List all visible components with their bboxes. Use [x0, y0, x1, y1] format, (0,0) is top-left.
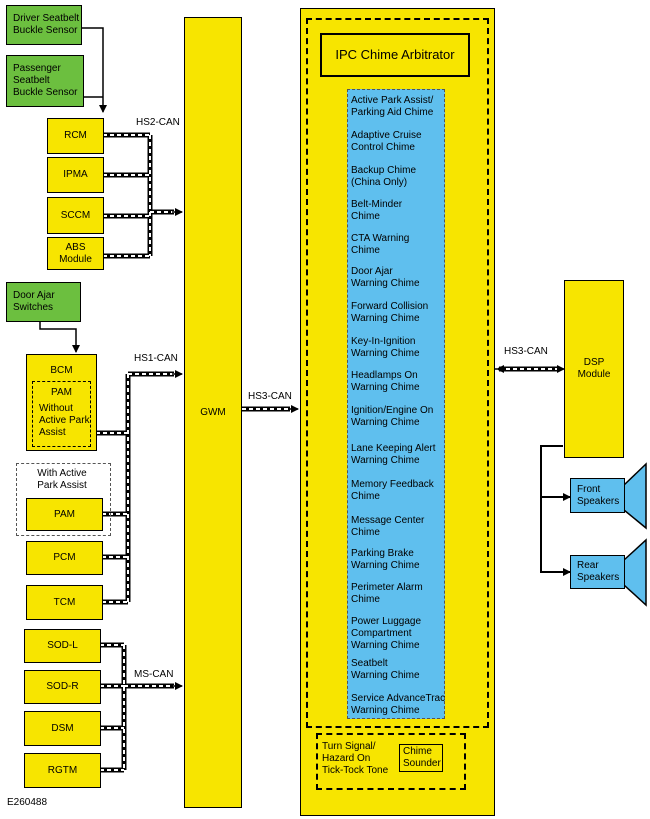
tcm-module: TCM [26, 585, 103, 620]
abs-module: ABS Module [47, 237, 104, 270]
hs1-can-label: HS1-CAN [134, 353, 178, 364]
chime-item: Seatbelt Warning Chime [351, 658, 420, 681]
ipc-outer-dashed [306, 18, 489, 728]
with-active-park-assist-group: With Active Park Assist [16, 463, 111, 536]
hs3-can-left-label: HS3-CAN [248, 391, 292, 402]
hs2-can-bus [103, 132, 183, 259]
front-speakers: Front Speakers [570, 478, 625, 513]
chime-item: CTA Warning Chime [351, 233, 410, 256]
hs3-can-right-label: HS3-CAN [504, 346, 548, 357]
chime-item: Lane Keeping Alert Warning Chime [351, 443, 436, 466]
chime-list-panel [347, 89, 445, 719]
rear-speaker-horn [623, 538, 647, 607]
bcm-pam-without-box: PAM Without Active Park Assist [32, 381, 91, 447]
chime-item: Door Ajar Warning Chime [351, 266, 420, 289]
speaker-wires [540, 445, 571, 576]
figure-id: E260488 [7, 797, 48, 808]
chime-item: Key-In-Ignition Warning Chime [351, 336, 420, 359]
rcm-module: RCM [47, 118, 104, 154]
door-ajar-switches: Door Ajar Switches [6, 282, 81, 322]
chime-item: Power Luggage Compartment Warning Chime [351, 616, 422, 651]
ms-can-label: MS-CAN [134, 669, 174, 680]
chime-item: Perimeter Alarm Chime [351, 582, 423, 605]
bcm-title: BCM [50, 365, 73, 376]
hs1-can-bus [96, 370, 183, 605]
sod-r-module: SOD-R [24, 670, 101, 704]
chime-item: Parking Brake Warning Chime [351, 548, 420, 571]
pam-module: PAM [26, 498, 103, 531]
sod-l-module: SOD-L [24, 629, 101, 663]
bcm-module: BCM PAM Without Active Park Assist [26, 354, 97, 451]
hs2-can-label: HS2-CAN [136, 117, 180, 128]
chime-item: Belt-Minder Chime [351, 199, 403, 222]
chime-item: Service AdvanceTrac Warning Chime [351, 693, 446, 716]
dsp-module: DSP Module [564, 280, 624, 458]
rgtm-module: RGTM [24, 753, 101, 788]
driver-seatbelt-sensor: Driver Seatbelt Buckle Sensor [6, 5, 82, 45]
tick-tock-dashed-group [316, 733, 466, 790]
gwm-module: GWM [184, 17, 242, 808]
chime-item: Adaptive Cruise Control Chime [351, 130, 422, 153]
ipma-module: IPMA [47, 157, 104, 193]
chime-sounder: Chime Sounder [399, 744, 443, 772]
passenger-seatbelt-sensor: Passenger Seatbelt Buckle Sensor [6, 55, 84, 107]
chime-item: Message Center Chime [351, 515, 425, 538]
chime-item: Headlamps On Warning Chime [351, 370, 420, 393]
front-speaker-horn [623, 462, 647, 530]
chime-item: Forward Collision Warning Chime [351, 301, 429, 324]
bcm-pam-label: PAM [51, 387, 72, 398]
ipc-chime-arbitrator-title: IPC Chime Arbitrator [320, 33, 470, 77]
ms-can-bus [100, 642, 183, 773]
with-active-park-assist-label: With Active Park Assist [37, 468, 87, 491]
without-active-park-assist-label: Without Active Park Assist [39, 403, 90, 438]
sccm-module: SCCM [47, 197, 104, 234]
chime-item: Memory Feedback Chime [351, 479, 434, 502]
dsm-module: DSM [24, 711, 101, 746]
chime-item: Active Park Assist/ Parking Aid Chime [351, 95, 434, 118]
rear-speakers: Rear Speakers [570, 555, 625, 589]
chime-item: Ignition/Engine On Warning Chime [351, 405, 434, 428]
turn-signal-tick-tock-label: Turn Signal/ Hazard On Tick-Tock Tone [322, 741, 389, 776]
chime-item: Backup Chime (China Only) [351, 165, 417, 188]
pcm-module: PCM [26, 541, 103, 575]
